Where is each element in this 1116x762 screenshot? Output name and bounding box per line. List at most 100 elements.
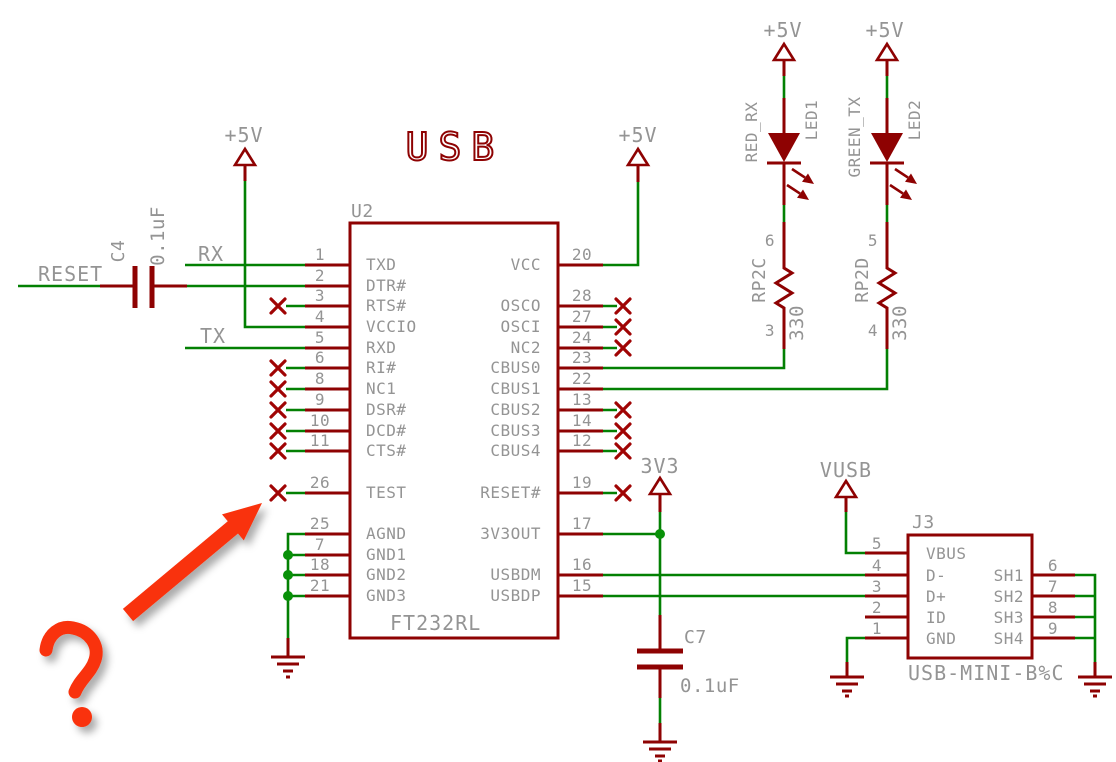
u2-part: FT232RL [390,611,481,635]
j3-right-pin-stubs [1032,573,1075,640]
supply-label-vusb: VUSB [820,458,872,482]
j3-pin-number: 1 [872,619,882,638]
rp2d-zigzag [876,222,898,349]
u2-pin-name: DTR# [366,276,407,295]
u2-right-pin-stubs [558,263,603,598]
wire-cbus0-rp2c [603,349,786,370]
supply-symbols [232,41,900,512]
u2-pin-name: NC2 [511,338,541,357]
c4-plates [132,266,155,308]
ground-symbols [271,638,1112,762]
j3-pin-number: 5 [872,534,882,553]
u2-pin-name: RESET# [480,483,541,502]
rp2d-resistor-symbol [876,222,898,349]
u2-pin-number: 16 [572,555,592,574]
u2-pin-number: 13 [572,390,592,409]
u2-pin-name: AGND [366,524,407,543]
led2-emission-arrow [889,167,909,195]
led2-triangle [871,133,903,162]
u2-pin-number: 12 [572,431,592,450]
plus5v-triangle [771,41,797,62]
u2-pin-name: CBUS2 [490,400,541,419]
plus5v-triangle [232,146,258,167]
j3-pin-number: 3 [872,577,882,596]
u2-pin-number: 26 [310,473,330,492]
u2-pin-name: VCCIO [366,317,417,336]
c4-value: 0.1uF [147,206,169,266]
j3-pin-name: D- [926,566,946,585]
junction-dot [283,570,293,580]
u2-left-pin-stubs [305,263,350,598]
led1-triangle [768,133,800,162]
supply-label-3v3: 3V3 [640,454,679,478]
wire-j3-shield [1075,573,1097,662]
wire-nc-stubs-right [603,304,617,495]
wire-vcc-to-5v [603,182,640,267]
rp2d-value: 330 [889,305,911,341]
led2-net-label: GREEN_TX [845,96,864,177]
wire-5v-to-vccio [243,181,305,329]
j3-pin-name: SH2 [994,587,1024,606]
led2-arrowhead [905,173,917,184]
plus5v-triangle [874,41,900,62]
rp2c-resistor-symbol [773,222,795,349]
j3-pin-number: 8 [1048,598,1058,617]
annotations [39,503,263,727]
u2-pin-number: 10 [310,411,330,430]
junction-dots [283,529,665,601]
u2-pin-number: 21 [310,576,330,595]
c4-ref: C4 [108,240,129,263]
gnd-symbol [830,675,864,698]
u2-pin-number: 2 [315,266,325,285]
u2-pin-number: 19 [572,473,592,492]
led1-emission-arrow [786,167,806,195]
u2-pin-name: CBUS4 [490,441,541,460]
u2-pin-number: 20 [572,245,592,264]
j3-pin-name: SH3 [994,608,1024,627]
net-label-tx: TX [200,324,226,348]
wire-3v3out [603,512,662,615]
j3-pin-number: 7 [1048,577,1058,596]
gnd-symbol [271,655,305,679]
u2-pin-name: OSCO [500,296,541,315]
3v3-triangle [647,475,673,496]
u2-pin-name: CBUS0 [490,358,541,377]
c7-ref: C7 [684,627,707,648]
led2-symbol [870,98,917,205]
supply-label-5v: +5V [224,123,263,147]
wire-nc-stubs-left [286,304,305,495]
u2-pin-number: 9 [315,390,325,409]
u2-pin-number: 15 [572,576,592,595]
junction-dot [283,550,293,560]
led1-net-label: RED_RX [742,102,761,163]
u2-pin-number: 4 [315,307,325,326]
u2-pin-name: USBDM [490,565,541,584]
c7-plates [637,648,683,670]
gnd-symbol [1078,675,1112,698]
rp2c-zigzag [773,222,795,349]
j3-pin-number: 4 [872,556,882,575]
u2-pin-name: GND3 [366,586,407,605]
u2-pin-name: DSR# [366,400,407,419]
u2-pin-number: 17 [572,514,592,533]
c7-value: 0.1uF [680,675,740,697]
u2-pin-number: 25 [310,514,330,533]
u2-pin-name: RI# [366,358,396,377]
led1-arrowhead [797,189,809,200]
sheet-title: USB [406,125,505,169]
vusb-triangle [833,478,859,499]
j3-pin-number: 9 [1048,619,1058,638]
u2-pin-name: NC1 [366,379,396,398]
rp2c-pin-top: 6 [765,231,775,250]
led2-ref: LED2 [905,100,924,141]
led1-arrowhead [802,173,814,184]
j3-left-pin-stubs [865,551,908,640]
question-mark-stroke [39,620,103,699]
led2-arrowhead [900,189,912,200]
rp2d-pin-top: 5 [868,231,878,250]
led1-symbol [767,98,814,205]
net-label-reset: RESET [38,262,103,286]
j3-pin-number: 6 [1048,556,1058,575]
u2-pin-number: 11 [310,431,330,450]
